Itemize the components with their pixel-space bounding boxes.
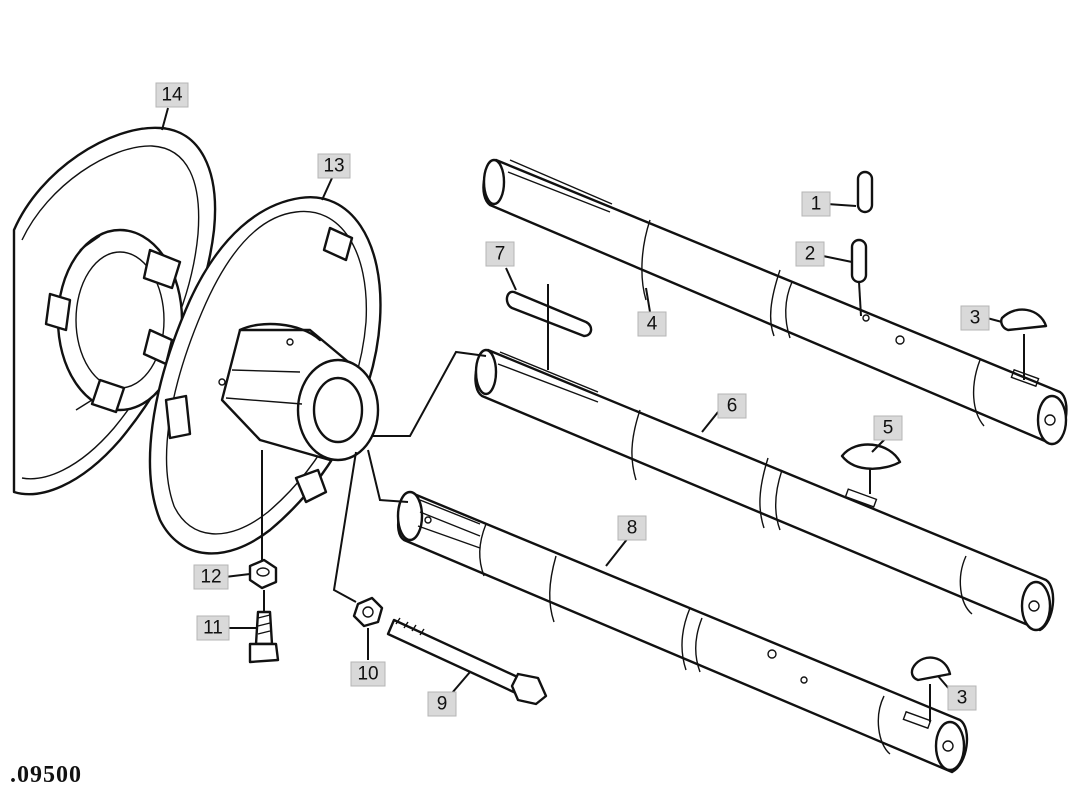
svg-text:7: 7	[495, 244, 506, 265]
part-12-nut	[248, 558, 278, 590]
svg-text:14: 14	[161, 85, 183, 106]
callout-11: 11	[196, 615, 230, 641]
callout-12: 12	[193, 564, 229, 590]
svg-text:12: 12	[200, 567, 221, 588]
svg-text:8: 8	[627, 518, 638, 539]
svg-text:5: 5	[883, 418, 894, 439]
callout-4: 4	[637, 311, 667, 337]
callout-3-upper: 3	[960, 305, 990, 331]
part-11-bolt	[248, 610, 280, 664]
part-1-pin	[856, 170, 874, 214]
svg-text:4: 4	[647, 314, 658, 335]
callout-9: 9	[427, 691, 457, 717]
part-5-key	[840, 443, 902, 494]
svg-text:9: 9	[437, 694, 448, 715]
callout-7: 7	[485, 241, 515, 267]
svg-text:6: 6	[727, 396, 738, 417]
callout-leaders	[161, 107, 1003, 701]
callout-10: 10	[350, 661, 386, 687]
part-2-pin	[850, 238, 868, 317]
part-8-lower-shaft	[396, 490, 969, 774]
svg-text:13: 13	[323, 156, 344, 177]
callout-8: 8	[617, 515, 647, 541]
svg-text:1: 1	[811, 194, 822, 215]
part-7-key	[505, 284, 593, 370]
callout-3-lower: 3	[947, 685, 977, 711]
callout-1: 1	[801, 191, 831, 217]
assembly-lines	[261, 350, 487, 612]
svg-text:11: 11	[203, 618, 223, 639]
callout-13: 13	[317, 153, 351, 179]
part-14-clutch-disc	[12, 126, 217, 496]
callout-6: 6	[717, 393, 747, 419]
svg-text:10: 10	[357, 664, 378, 685]
callout-14: 14	[155, 82, 189, 108]
part-6-middle-shaft	[474, 348, 1055, 632]
part-3-key-lower	[910, 656, 952, 722]
callout-2: 2	[795, 241, 825, 267]
svg-text:3: 3	[970, 308, 981, 329]
part-13-flange-hub	[148, 195, 382, 555]
part-10-nut	[352, 596, 384, 660]
figure-reference-number: .09500	[10, 762, 82, 788]
part-9-bolt	[386, 617, 548, 706]
svg-text:2: 2	[805, 244, 816, 265]
svg-text:3: 3	[957, 688, 968, 709]
callout-5: 5	[873, 415, 903, 441]
part-4-upper-shaft	[482, 158, 1068, 446]
